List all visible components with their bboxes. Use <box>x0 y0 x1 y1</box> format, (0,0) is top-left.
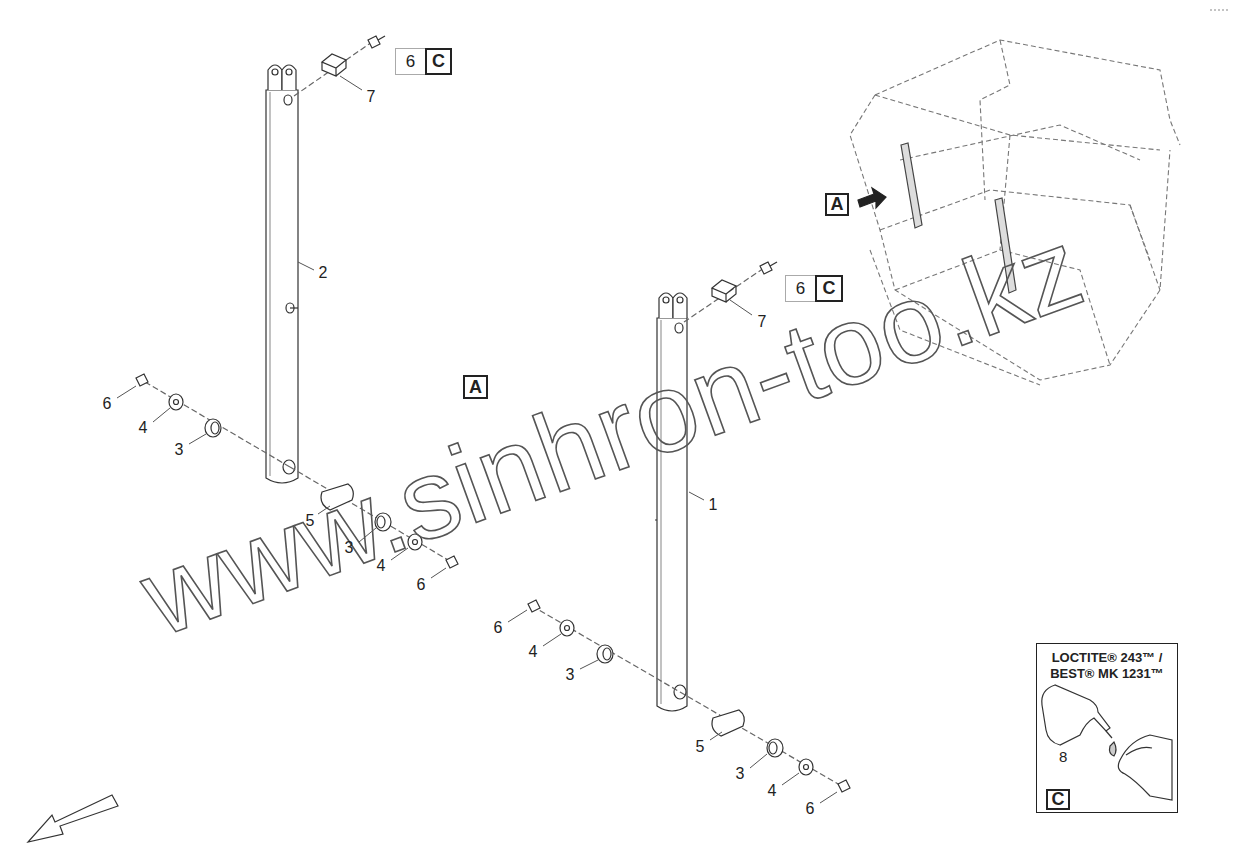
view-box: A <box>463 375 488 399</box>
callout-number: 6 <box>494 620 503 636</box>
callout-number: 1 <box>709 497 718 513</box>
box-text: 6 <box>406 52 415 72</box>
reference-box: C <box>425 48 452 75</box>
callout-number: 7 <box>758 314 767 330</box>
callout-number: 4 <box>139 420 148 436</box>
box-text: A <box>831 194 844 215</box>
callout-number: 6 <box>417 577 426 593</box>
box-text: C <box>1052 789 1065 810</box>
callout-number: 2 <box>319 265 328 281</box>
callout-number: 3 <box>566 667 575 683</box>
callout-number: 4 <box>768 783 777 799</box>
callout-number: 7 <box>367 89 376 105</box>
box-text: C <box>432 51 445 72</box>
view-box: A <box>825 193 849 216</box>
reference-box: C <box>1046 789 1070 810</box>
callout-number: 4 <box>529 644 538 660</box>
callout-box: 6 <box>395 48 426 75</box>
callout-number: 3 <box>736 766 745 782</box>
callout-number: 6 <box>806 801 815 817</box>
box-text: A <box>469 377 482 398</box>
callout-number: 5 <box>696 739 705 755</box>
callout-number: 8 <box>1059 748 1067 765</box>
callout-number: 6 <box>103 396 112 412</box>
callout-number: 4 <box>377 558 386 574</box>
adhesive-title: LOCTITE® 243™ / BEST® MK 1231™ <box>1042 650 1172 683</box>
adhesive-panel: LOCTITE® 243™ / BEST® MK 1231™ 8C <box>1036 643 1178 813</box>
callout-number: 3 <box>345 540 354 556</box>
callout-number: 3 <box>175 442 184 458</box>
callout-number: 5 <box>306 513 315 529</box>
